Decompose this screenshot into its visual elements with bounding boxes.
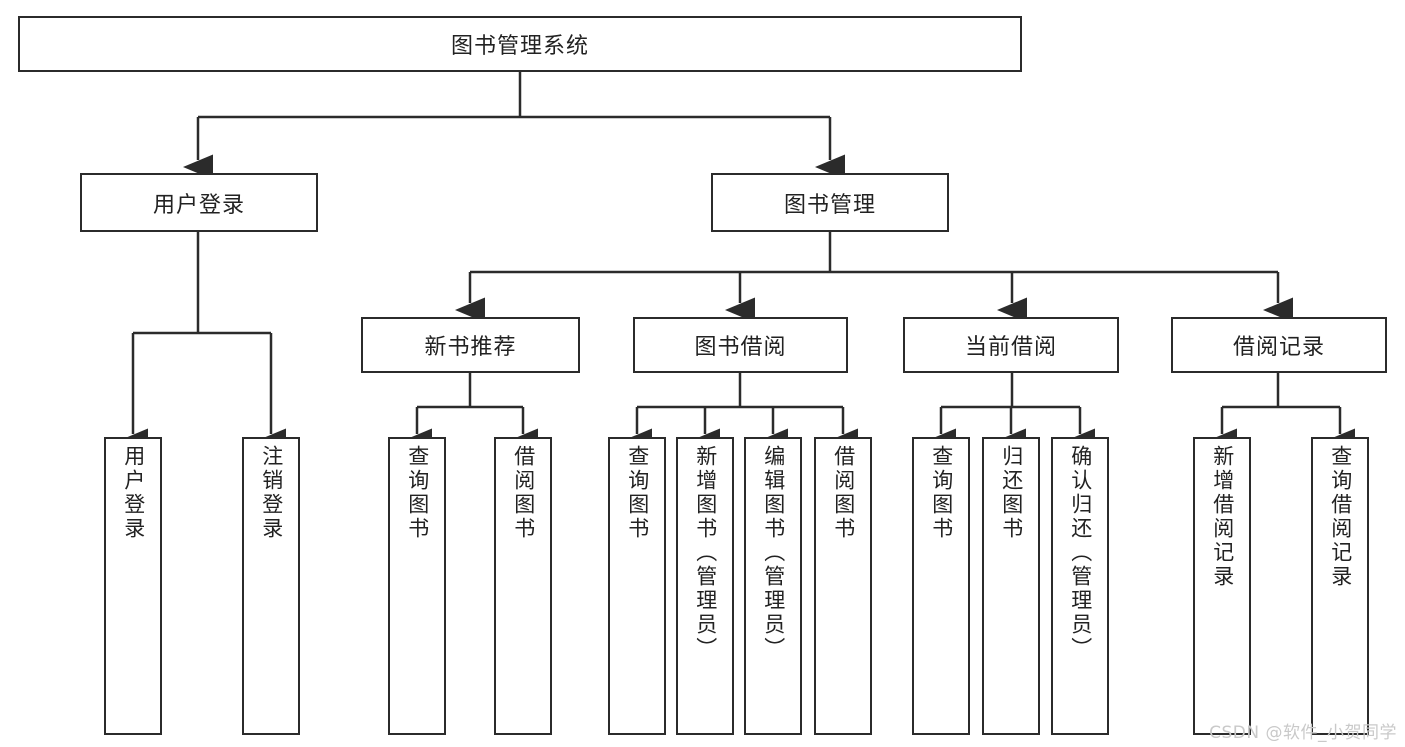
- node-leaf-query-record[interactable]: 查询借阅记录: [1311, 437, 1369, 735]
- node-leaf-user-login[interactable]: 用户登录: [104, 437, 162, 735]
- node-book-manage[interactable]: 图书管理: [711, 173, 949, 232]
- node-leaf-user-login-label: 用户登录: [121, 445, 146, 541]
- node-leaf-query-book-2[interactable]: 查询图书: [608, 437, 666, 735]
- node-leaf-confirm-return[interactable]: 确认归还（管理员）: [1051, 437, 1109, 735]
- node-leaf-confirm-return-label: 确认归还（管理员）: [1068, 445, 1093, 661]
- node-new-book-recommend-label: 新书推荐: [424, 335, 517, 360]
- node-new-book-recommend[interactable]: 新书推荐: [361, 317, 580, 373]
- node-leaf-add-record-label: 新增借阅记录: [1210, 445, 1235, 589]
- node-leaf-edit-book-label: 编辑图书（管理员）: [761, 445, 786, 661]
- node-leaf-query-book-2-label: 查询图书: [625, 445, 650, 541]
- node-current-borrow-label: 当前借阅: [964, 335, 1057, 360]
- node-leaf-borrow-book-1[interactable]: 借阅图书: [494, 437, 552, 735]
- node-leaf-edit-book[interactable]: 编辑图书（管理员）: [744, 437, 802, 735]
- node-leaf-borrow-book-2[interactable]: 借阅图书: [814, 437, 872, 735]
- node-leaf-borrow-book-1-label: 借阅图书: [511, 445, 536, 541]
- csdn-watermark: CSDN @软件_小贺同学: [1209, 723, 1397, 743]
- node-leaf-query-book-3-label: 查询图书: [929, 445, 954, 541]
- node-leaf-query-record-label: 查询借阅记录: [1328, 445, 1353, 589]
- node-root-label: 图书管理系统: [450, 34, 589, 59]
- node-leaf-borrow-book-2-label: 借阅图书: [831, 445, 856, 541]
- node-leaf-add-book-label: 新增图书（管理员）: [693, 445, 718, 661]
- node-leaf-add-record[interactable]: 新增借阅记录: [1193, 437, 1251, 735]
- node-book-borrow[interactable]: 图书借阅: [633, 317, 848, 373]
- node-user-login-label: 用户登录: [152, 192, 245, 218]
- node-borrow-record-label: 借阅记录: [1232, 335, 1325, 360]
- node-book-manage-label: 图书管理: [783, 192, 876, 218]
- node-leaf-return-book[interactable]: 归还图书: [982, 437, 1040, 735]
- node-borrow-record[interactable]: 借阅记录: [1171, 317, 1387, 373]
- node-leaf-user-logout[interactable]: 注销登录: [242, 437, 300, 735]
- node-current-borrow[interactable]: 当前借阅: [903, 317, 1119, 373]
- node-leaf-query-book-1-label: 查询图书: [405, 445, 430, 541]
- node-leaf-query-book-1[interactable]: 查询图书: [388, 437, 446, 735]
- node-leaf-add-book[interactable]: 新增图书（管理员）: [676, 437, 734, 735]
- node-user-login[interactable]: 用户登录: [80, 173, 318, 232]
- node-leaf-return-book-label: 归还图书: [999, 445, 1024, 541]
- node-leaf-query-book-3[interactable]: 查询图书: [912, 437, 970, 735]
- node-book-borrow-label: 图书借阅: [694, 335, 787, 360]
- node-leaf-user-logout-label: 注销登录: [259, 445, 284, 541]
- node-root[interactable]: 图书管理系统: [18, 16, 1022, 72]
